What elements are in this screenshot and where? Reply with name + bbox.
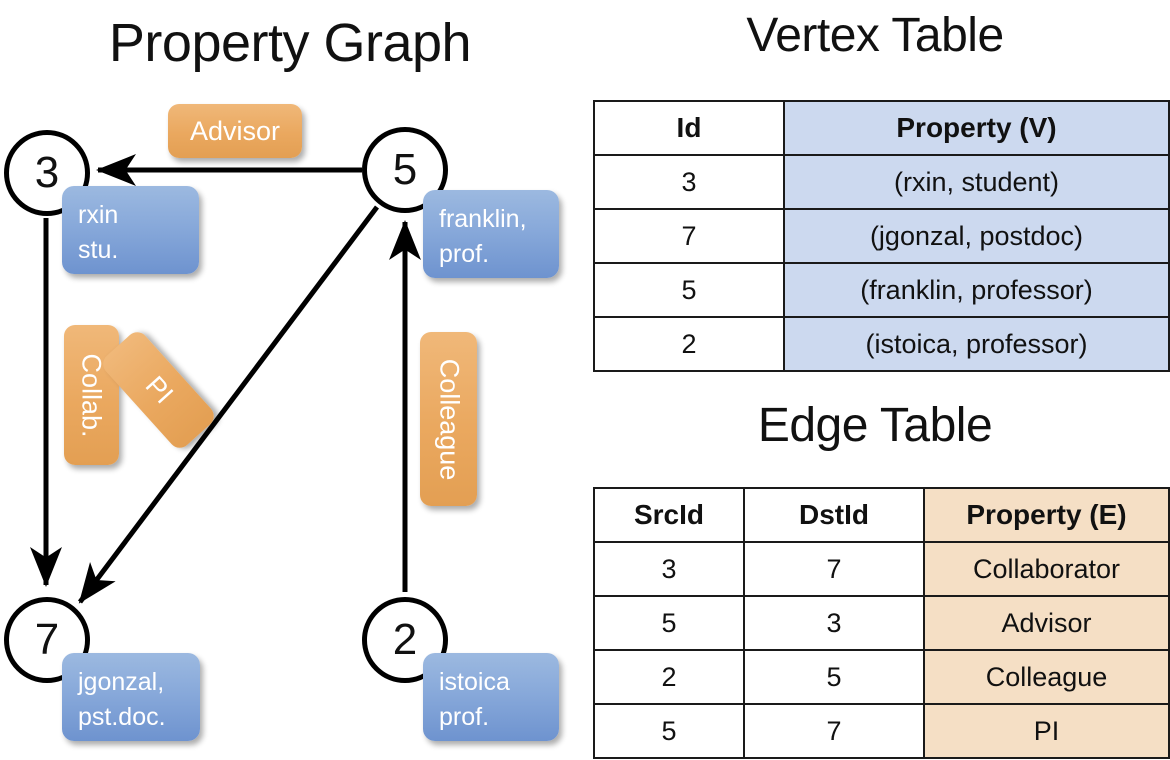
edge-label-colleague: Colleague [420,332,477,506]
node-3-property-box: rxin stu. [62,186,199,274]
table-row: 3 (rxin, student) [593,154,1170,210]
node-7-property-line-1: jgonzal, [78,668,165,696]
edge-table-header-srcid: SrcId [593,487,745,543]
edge-row-3-dstid: 7 [743,703,925,759]
edge-row-0-property: Collaborator [923,541,1170,597]
node-5-property-line-2: prof. [439,239,490,268]
page-title-edge-table: Edge Table [757,399,993,452]
edge-row-3-property: PI [923,703,1170,759]
edge-5-to-7-pi [78,205,379,604]
edge-row-1-dstid: 3 [743,595,925,651]
edge-table-header-property: Property (E) [923,487,1170,543]
graph-edges-layer [30,154,421,604]
vertex-row-3-id: 2 [593,316,785,372]
node-2-property-box: istoica prof. [423,653,559,741]
vertex-table: Id Property (V) 3 (rxin, student) 7 (jgo… [593,100,1170,372]
edge-table: SrcId DstId Property (E) 3 7 Collaborato… [593,487,1170,759]
edge-row-1-srcid: 5 [593,595,745,651]
edge-row-2-property: Colleague [923,649,1170,705]
graph-node-2-label: 2 [392,615,418,664]
edge-row-1-property: Advisor [923,595,1170,651]
edge-row-0-srcid: 3 [593,541,745,597]
page-title-property-graph: Property Graph [108,13,472,73]
edge-table-header-dstid: DstId [743,487,925,543]
table-row: 2 (istoica, professor) [593,316,1170,372]
table-row: 5 7 PI [593,703,1170,759]
property-graph-diagram: 3 5 7 2 rxin stu. franklin, prof. jgonza… [0,0,580,760]
edge-table-header-row: SrcId DstId Property (E) [593,487,1170,543]
node-3-property-line-2: stu. [78,235,119,264]
table-row: 5 3 Advisor [593,595,1170,651]
vertex-row-0-property: (rxin, student) [783,154,1170,210]
vertex-row-1-property: (jgonzal, postdoc) [783,208,1170,264]
edge-label-colleague-text: Colleague [434,358,464,480]
edge-row-2-srcid: 2 [593,649,745,705]
graph-node-3-label: 3 [34,148,60,197]
node-7-property-box: jgonzal, pst.doc. [62,653,200,741]
node-2-property-line-2: prof. [439,702,490,731]
node-3-property-line-1: rxin [78,201,119,229]
edge-label-advisor: Advisor [168,104,302,158]
node-5-property-box: franklin, prof. [423,190,559,278]
graph-node-7-label: 7 [34,615,60,664]
node-5-property-line-1: franklin, [439,205,527,233]
vertex-row-0-id: 3 [593,154,785,210]
vertex-row-1-id: 7 [593,208,785,264]
table-row: 3 7 Collaborator [593,541,1170,597]
node-2-property-line-1: istoica [439,668,510,696]
graph-node-2[interactable]: 2 [362,597,448,683]
vertex-table-header-id: Id [593,100,785,156]
table-row: 2 5 Colleague [593,649,1170,705]
vertex-row-2-property: (franklin, professor) [783,262,1170,318]
edge-row-3-srcid: 5 [593,703,745,759]
edge-label-pi-text: PI [139,370,179,410]
edge-label-advisor-text: Advisor [189,115,281,146]
table-row: 5 (franklin, professor) [593,262,1170,318]
vertex-row-2-id: 5 [593,262,785,318]
vertex-table-header-row: Id Property (V) [593,100,1170,156]
edge-label-collab: Collab. [64,325,119,465]
edge-row-0-dstid: 7 [743,541,925,597]
vertex-row-3-property: (istoica, professor) [783,316,1170,372]
edge-row-2-dstid: 5 [743,649,925,705]
table-row: 7 (jgonzal, postdoc) [593,208,1170,264]
page-title-vertex-table: Vertex Table [746,9,1004,62]
graph-node-5-label: 5 [392,145,418,194]
vertex-table-header-property: Property (V) [783,100,1170,156]
node-7-property-line-2: pst.doc. [78,702,166,731]
